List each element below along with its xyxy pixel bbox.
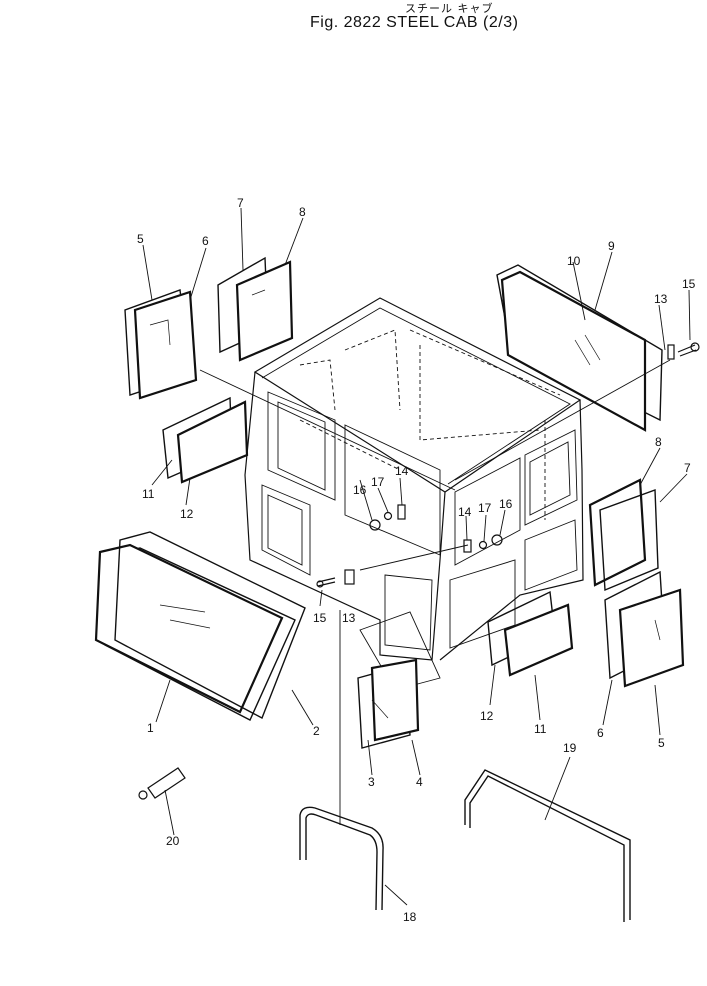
callout-8: 8 <box>299 205 306 219</box>
part-11-12-right-small-window <box>487 590 574 677</box>
callout-labels: 5 6 7 8 10 9 13 15 8 7 11 12 16 17 14 14… <box>137 196 696 924</box>
part-5-6-right-window <box>604 570 685 688</box>
callout-6: 6 <box>202 234 209 248</box>
callout-19: 19 <box>563 741 577 755</box>
callout-16: 16 <box>353 483 367 497</box>
part-7-8-right-window <box>588 478 659 592</box>
callout-10: 10 <box>567 254 581 268</box>
title-block: スチール キャブ Fig. 2822 STEEL CAB (2/3) <box>0 0 707 40</box>
callout-11: 11 <box>534 722 547 736</box>
callout-18: 18 <box>403 910 417 924</box>
cab-body <box>244 297 584 691</box>
callout-13: 13 <box>654 292 668 306</box>
callout-5: 5 <box>658 736 665 750</box>
callout-7: 7 <box>237 196 244 210</box>
callout-1: 1 <box>147 721 154 735</box>
callout-3: 3 <box>368 775 375 789</box>
callout-9: 9 <box>608 239 615 253</box>
part-9-10-rear-window <box>496 264 663 432</box>
callout-11: 11 <box>142 487 155 501</box>
part-20-sealant-tube <box>138 767 186 800</box>
part-1-front-glass <box>94 543 296 721</box>
callout-12: 12 <box>180 507 194 521</box>
part-2-front-seal <box>114 531 306 719</box>
part-11-12-small-window <box>162 396 249 484</box>
part-5-6-left-window <box>124 289 198 400</box>
callout-20: 20 <box>166 834 180 848</box>
leader-lines <box>142 207 691 906</box>
callout-2: 2 <box>313 724 320 738</box>
callout-17: 17 <box>371 475 385 489</box>
callout-13: 13 <box>342 611 356 625</box>
callout-12: 12 <box>480 709 494 723</box>
callout-15: 15 <box>682 277 696 291</box>
part-18-seal-strip <box>299 806 384 911</box>
callout-7: 7 <box>684 461 691 475</box>
callout-14: 14 <box>458 505 472 519</box>
part-3-4-door-glass <box>357 658 420 749</box>
part-19-seal-strip <box>464 769 631 922</box>
callout-16: 16 <box>499 497 513 511</box>
part-7-8-upper-window <box>217 256 294 362</box>
callout-8: 8 <box>655 435 662 449</box>
title-japanese: スチール キャブ <box>405 2 494 15</box>
callout-4: 4 <box>416 775 423 789</box>
callout-15: 15 <box>313 611 327 625</box>
hardware-parts <box>316 342 700 588</box>
callout-6: 6 <box>597 726 604 740</box>
callout-14: 14 <box>395 464 409 478</box>
callout-17: 17 <box>478 501 492 515</box>
figure-title: Fig. 2822 STEEL CAB (2/3) <box>310 14 519 31</box>
callout-5: 5 <box>137 232 144 246</box>
